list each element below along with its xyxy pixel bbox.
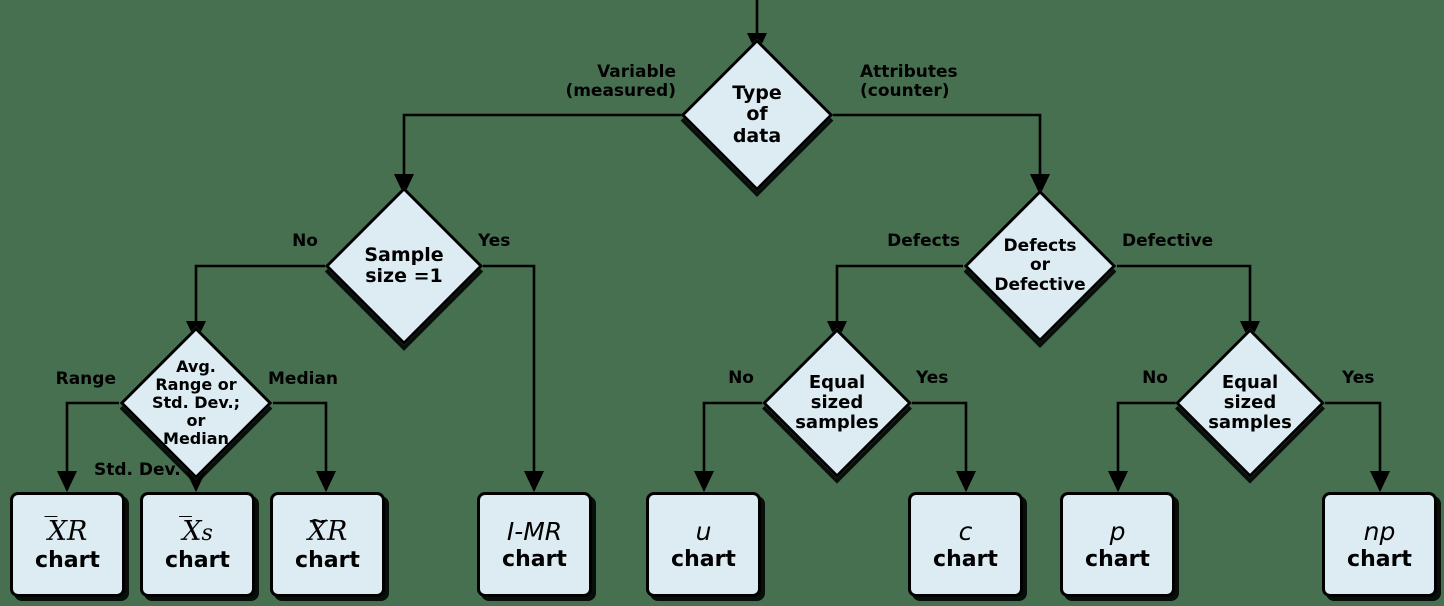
edge-defects-equal-yes <box>912 401 977 493</box>
edge-defective-equal-no <box>1107 401 1176 493</box>
chart-box-np[interactable]: np chart <box>1322 492 1437 597</box>
chart-box-xbar-r[interactable]: ̅XR chart <box>10 492 125 597</box>
edge-label-defective-equal-yes: Yes <box>1342 368 1375 388</box>
edge-label-std-dev: Std. Dev. <box>94 460 181 480</box>
chart-symbol-c: c <box>958 516 973 546</box>
edge-label-defects-equal-yes: Yes <box>916 368 949 388</box>
edge-label-defects: Defects <box>887 231 960 251</box>
chart-box-i-mr[interactable]: I-MR chart <box>477 492 592 597</box>
chart-word-c: chart <box>933 546 998 572</box>
chart-box-xtilde-r[interactable]: ~XR chart <box>270 492 385 597</box>
chart-word-p: chart <box>1085 546 1150 572</box>
edge-attributes-to-defects-or-defective <box>833 113 1051 196</box>
chart-word-u: chart <box>671 546 736 572</box>
edge-defects <box>826 264 963 343</box>
edge-defects-equal-no <box>693 401 762 493</box>
chart-symbol-xbar-r: ̅XR <box>47 515 88 547</box>
chart-symbol-u: u <box>695 516 712 546</box>
edge-label-defective-equal-no: No <box>1142 368 1168 388</box>
chart-word-xbar-r: chart <box>35 547 100 573</box>
edge-label-range: Range <box>55 369 116 389</box>
edge-label-sample-size-yes: Yes <box>478 231 511 251</box>
chart-symbol-xtilde-r: ~XR <box>307 505 348 547</box>
chart-box-p[interactable]: p chart <box>1060 492 1175 597</box>
chart-word-xtilde-r: chart <box>295 547 360 573</box>
edge-label-attributes-counter: Attributes (counter) <box>860 62 958 102</box>
edge-median <box>273 401 337 493</box>
chart-box-xbar-s[interactable]: ̅Xs chart <box>140 492 255 597</box>
edge-defective <box>1117 264 1261 343</box>
chart-box-c[interactable]: c chart <box>908 492 1023 597</box>
chart-symbol-i-mr: I-MR <box>506 516 563 546</box>
edge-variable-to-sample-size <box>393 113 682 196</box>
edge-defective-equal-yes <box>1325 401 1391 493</box>
chart-symbol-np: np <box>1363 516 1396 546</box>
chart-symbol-xbar-s: ̅Xs <box>182 515 213 547</box>
edge-label-median: Median <box>268 369 339 389</box>
chart-symbol-p: p <box>1109 516 1126 546</box>
chart-word-xbar-s: chart <box>165 547 230 573</box>
edge-range <box>56 401 119 493</box>
chart-word-i-mr: chart <box>502 546 567 572</box>
edge-label-defects-equal-no: No <box>728 368 754 388</box>
edge-label-sample-size-no: No <box>292 231 318 251</box>
chart-box-u[interactable]: u chart <box>646 492 761 597</box>
chart-word-np: chart <box>1347 546 1412 572</box>
edge-label-variable-measured: Variable (measured) <box>565 62 676 102</box>
edge-label-defective: Defective <box>1122 231 1214 251</box>
edge-sample-size-yes <box>483 264 545 493</box>
edge-sample-size-no <box>185 264 325 343</box>
